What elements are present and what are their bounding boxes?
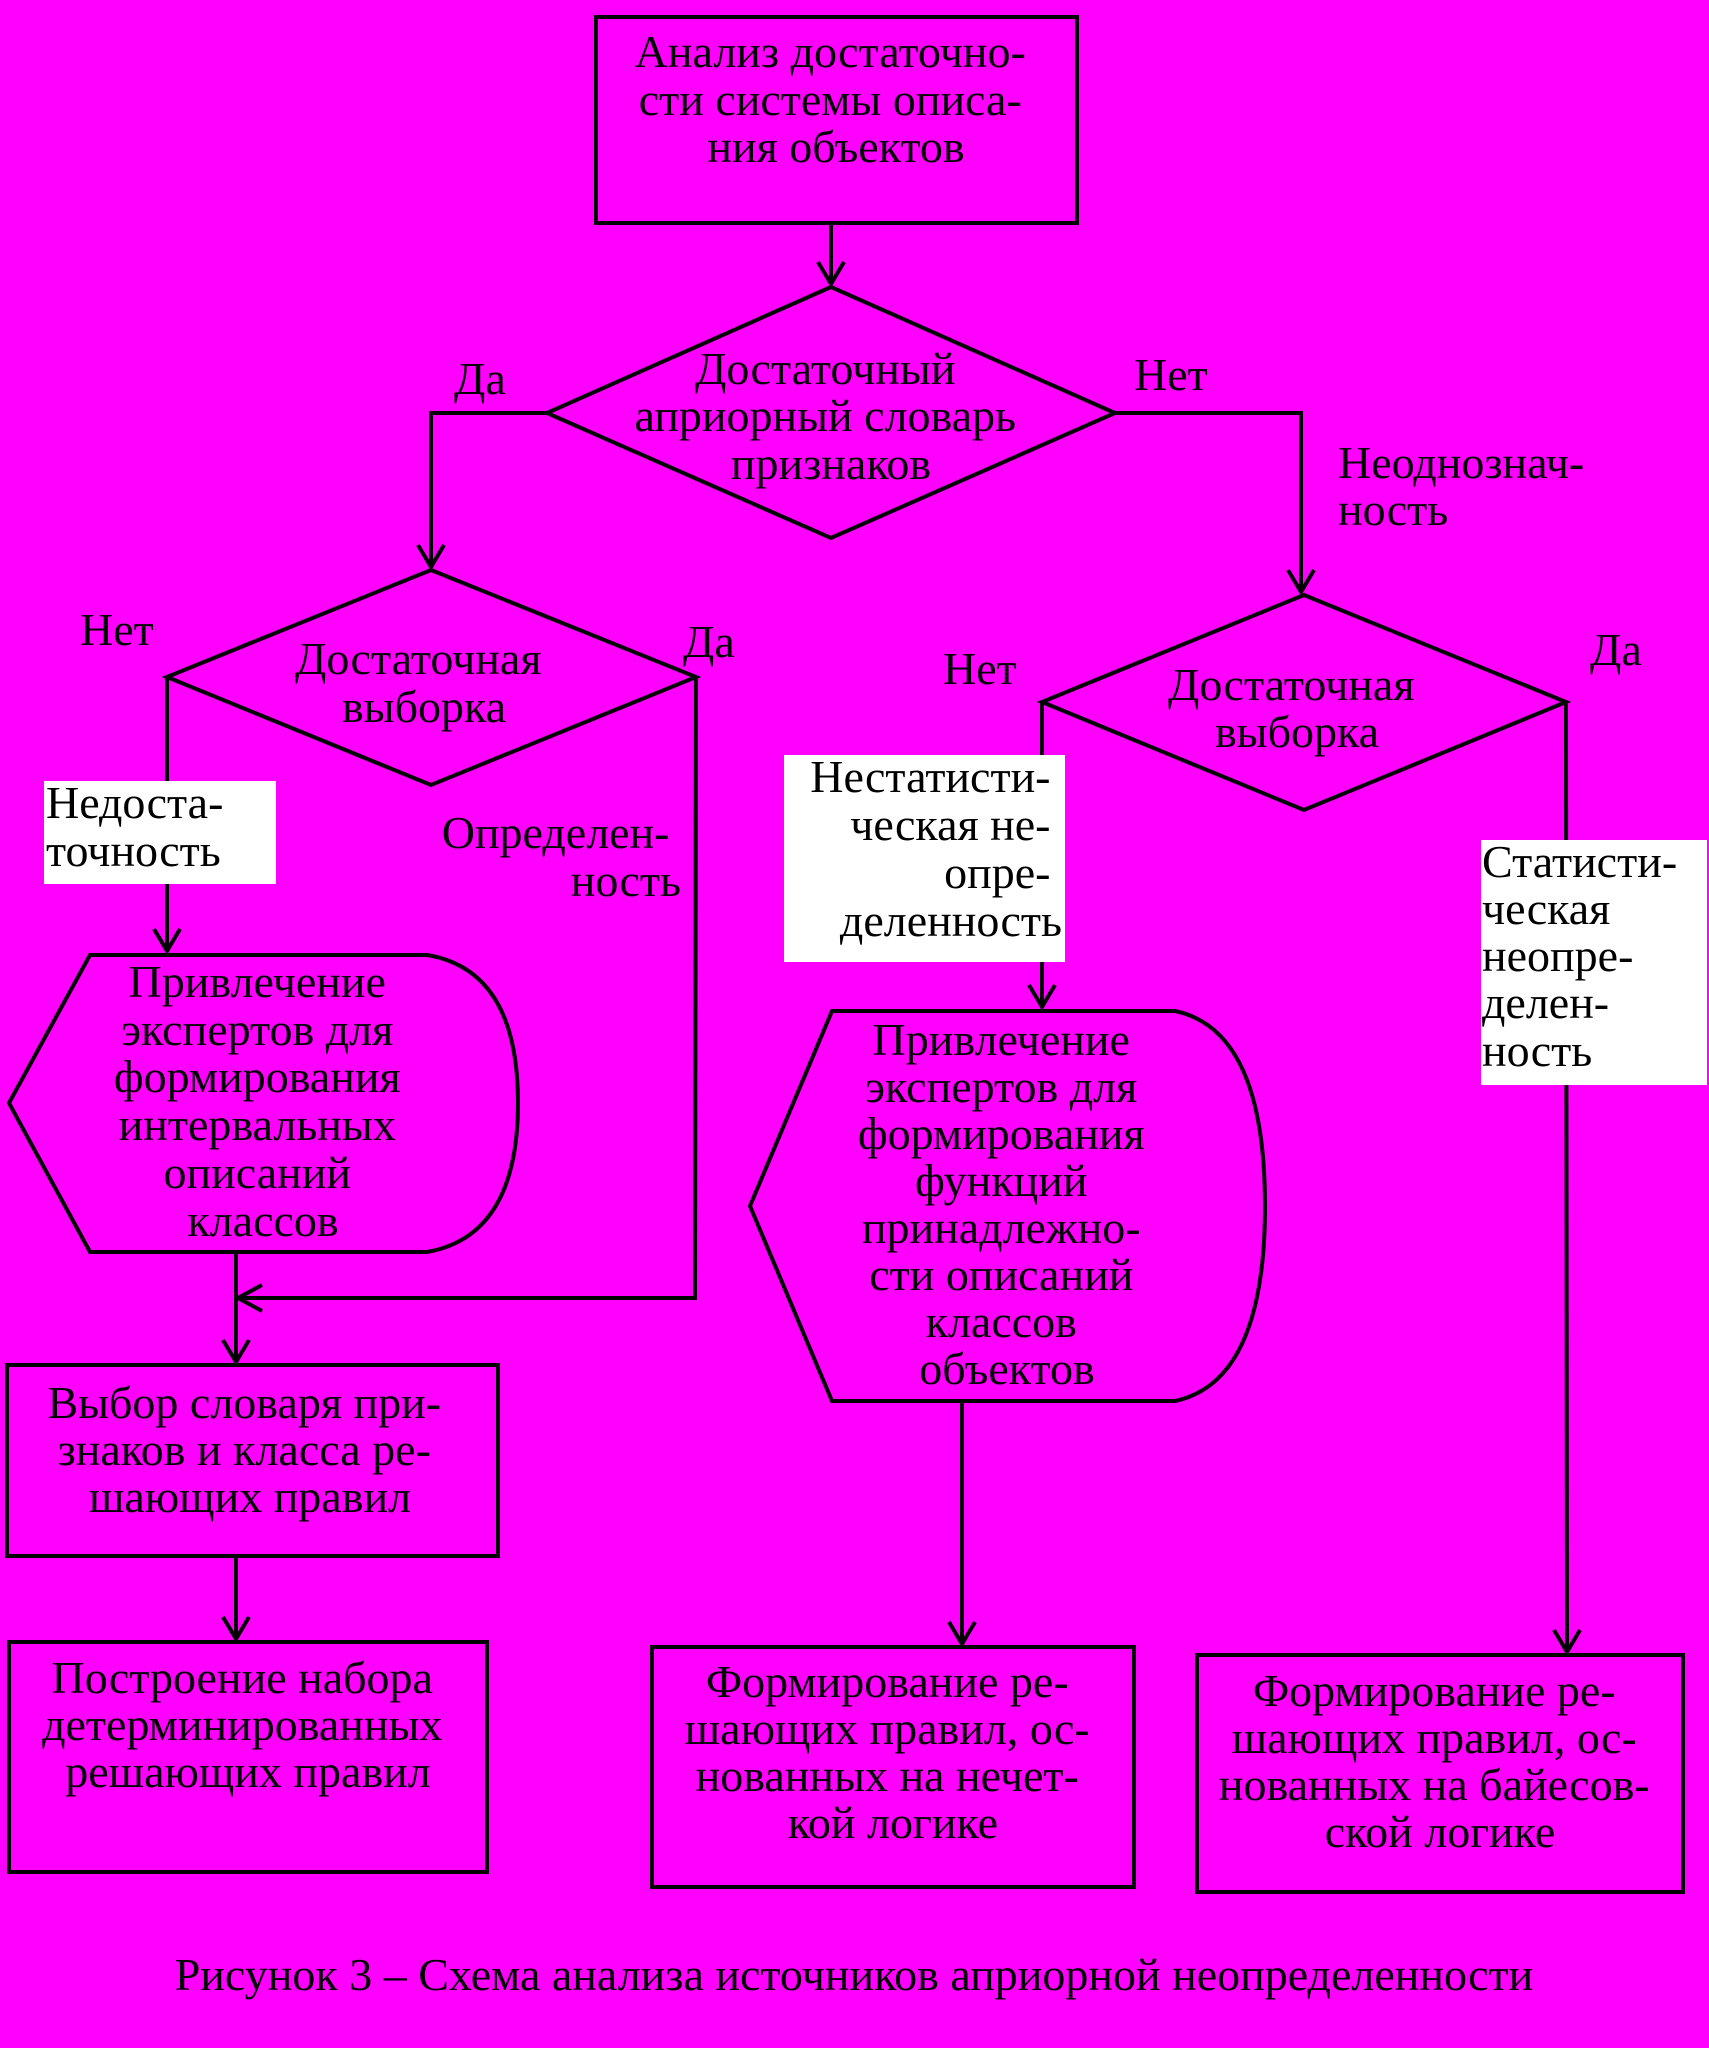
arrowhead bbox=[947, 1620, 977, 1648]
node-choose-dict-text: Выбор словаря при- знаков и класса ре- ш… bbox=[47, 1377, 452, 1522]
label-dict-no: Нет bbox=[1134, 349, 1208, 400]
arrowhead bbox=[1286, 568, 1316, 596]
node-fuzzy-rules-box bbox=[650, 1645, 1136, 1889]
node-sample-left-text: Достаточная выборка bbox=[295, 633, 553, 732]
arrowhead bbox=[816, 260, 846, 288]
arrowhead bbox=[233, 1283, 263, 1313]
arrowhead bbox=[416, 543, 446, 571]
label-bg-nonstat bbox=[784, 755, 1065, 962]
node-sample-right-text: Достаточная выборка bbox=[1168, 659, 1426, 757]
node-dict-decision-diamond bbox=[542, 284, 1120, 541]
edge-dict-yes bbox=[429, 411, 547, 566]
node-experts-fuzzy-shape bbox=[747, 1009, 1268, 1403]
node-choose-dict-box bbox=[5, 1363, 500, 1558]
figure-caption: Рисунок 3 – Схема анализа источников апр… bbox=[175, 1949, 1534, 2000]
arrowhead bbox=[1552, 1628, 1582, 1656]
label-insufficiency: Недоста- точность bbox=[46, 777, 235, 876]
label-stat-uncertainty: Статисти- ческая неопре- делен- ность bbox=[1482, 836, 1689, 1076]
arrowhead bbox=[221, 1615, 251, 1643]
label-left-no: Нет bbox=[80, 604, 154, 655]
label-nonstat-uncertainty: Нестатисти- ческая не- опре- деленность bbox=[810, 751, 1062, 946]
label-bg-stat bbox=[1481, 840, 1707, 1085]
node-sample-left-diamond bbox=[161, 567, 702, 788]
node-experts-fuzzy-text: Привлечение экспертов для формирования ф… bbox=[858, 1014, 1156, 1394]
node-bayes-rules-box bbox=[1195, 1653, 1685, 1894]
edge-dict-no bbox=[1115, 411, 1303, 591]
node-dict-decision-text: Достаточный априорный словарь признаков bbox=[634, 343, 1027, 489]
label-right-yes: Да bbox=[1590, 624, 1642, 675]
label-bg-insufficiency bbox=[44, 781, 276, 884]
label-ambiguity: Неоднознач- ность bbox=[1338, 437, 1596, 535]
node-determined-rules-box bbox=[7, 1640, 489, 1874]
edge-left-yes bbox=[240, 676, 698, 1300]
arrowhead bbox=[221, 1338, 251, 1366]
node-determined-rules-text: Построение набора детерминированных реша… bbox=[42, 1652, 454, 1797]
node-bayes-rules-text: Формирование ре- шающих правил, ос- нова… bbox=[1219, 1665, 1661, 1857]
label-certainty: Определен- ность bbox=[442, 807, 681, 906]
label-right-no: Нет bbox=[943, 643, 1017, 694]
node-experts-interval-text: Привлечение экспертов для формирования и… bbox=[114, 956, 412, 1246]
arrowhead bbox=[1027, 983, 1057, 1011]
node-fuzzy-rules-text: Формирование ре- шающих правил, ос- нова… bbox=[685, 1656, 1101, 1848]
label-left-yes: Да bbox=[683, 616, 735, 667]
arrowhead bbox=[152, 927, 182, 955]
label-dict-yes: Да bbox=[454, 353, 506, 404]
node-sample-right-diamond bbox=[1036, 592, 1572, 813]
node-experts-interval-shape bbox=[6, 953, 521, 1254]
node-analysis-box bbox=[594, 15, 1079, 225]
node-analysis-text: Анализ достаточно- сти системы описа- ни… bbox=[635, 26, 1038, 172]
